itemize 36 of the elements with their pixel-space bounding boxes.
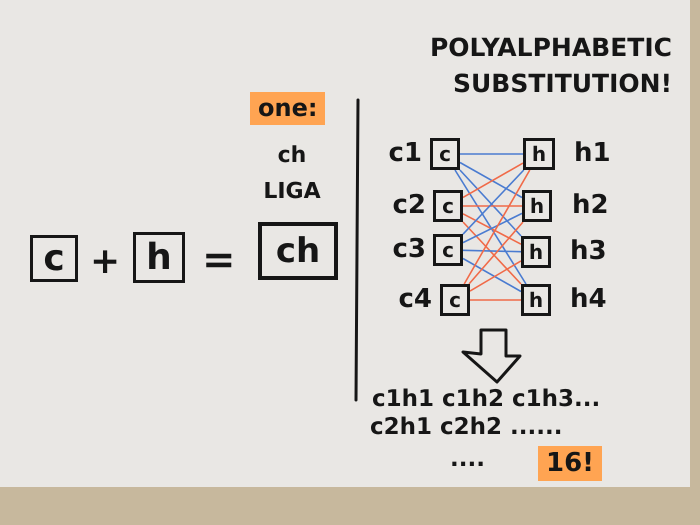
highlighted-label: one:: [250, 92, 326, 125]
pair-list-line: c1h1 c1h2 c1h3...: [372, 386, 600, 414]
title: POLYALPHABETIC SUBSTITUTION!: [428, 32, 672, 100]
index-label: h1: [574, 137, 612, 170]
letter-box: c: [433, 234, 463, 266]
index-label: h4: [570, 283, 608, 316]
highlighted-count: 16!: [538, 446, 602, 482]
letter-box: h: [133, 232, 185, 283]
index-label: c1: [387, 137, 422, 170]
letter-box: h: [521, 236, 551, 268]
equals-sign: =: [202, 236, 236, 284]
ellipsis: ....: [450, 446, 485, 474]
index-label: c2: [391, 189, 426, 222]
connector-line: [454, 170, 527, 284]
connector-line: [460, 153, 523, 155]
index-label: c3: [391, 233, 426, 266]
ligature-box: ch: [258, 222, 338, 280]
letter-box: c: [430, 138, 460, 170]
plus-sign: +: [90, 240, 120, 284]
connector-line: [462, 258, 522, 292]
connector-line: [462, 250, 522, 252]
ligature-caption: ch LIGA: [262, 142, 322, 206]
pair-list-line: c2h1 c2h2 ......: [370, 414, 562, 442]
letter-box: c: [440, 284, 470, 316]
index-label: c4: [397, 283, 432, 316]
connector-line: [470, 299, 521, 301]
connector-line: [463, 205, 522, 207]
index-label: h2: [572, 189, 610, 222]
letter-box: c: [433, 190, 463, 222]
connector-line: [470, 260, 522, 292]
letter-box: h: [523, 138, 555, 170]
connector-line: [464, 170, 530, 284]
index-label: h3: [570, 235, 608, 268]
letter-box: h: [522, 190, 552, 222]
letter-box: c: [30, 235, 78, 282]
letter-box: h: [521, 284, 551, 316]
